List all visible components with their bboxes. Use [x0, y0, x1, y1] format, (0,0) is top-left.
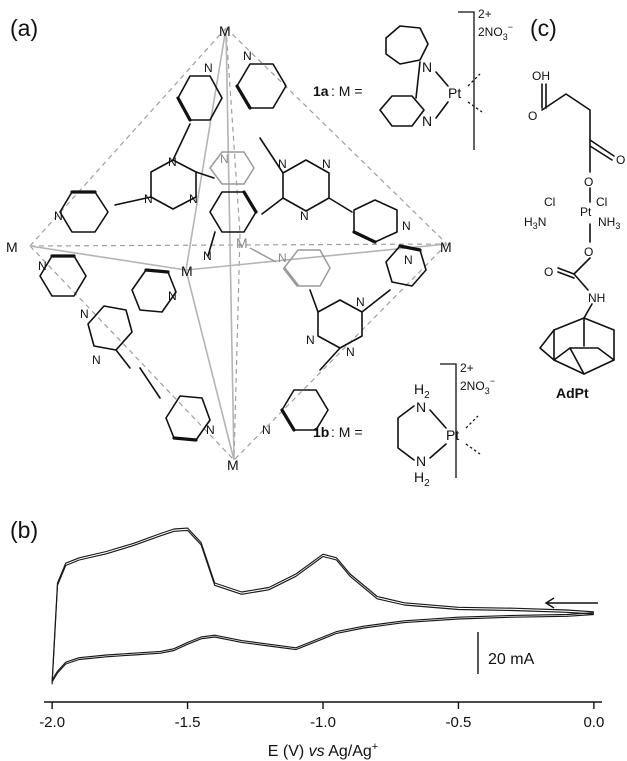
- adpt-h3n: H3N: [524, 215, 546, 231]
- metal-top: M: [219, 23, 231, 39]
- scan-direction-arrow: [544, 597, 598, 609]
- adpt-oh: OH: [532, 69, 550, 83]
- pyridine-n: N: [404, 253, 413, 267]
- pyridine-n: N: [402, 219, 411, 233]
- adpt-cl: Cl: [544, 195, 555, 209]
- triazine-n: N: [189, 192, 198, 206]
- metal-back: M: [236, 235, 248, 251]
- x-tick-label: 0.0: [583, 714, 604, 731]
- pyridine-n: N: [38, 259, 47, 273]
- triazine-ligand-lower-left: N N N N N: [38, 254, 215, 442]
- complex-1a-sep: : M =: [331, 83, 363, 99]
- triazine-n: N: [322, 157, 331, 171]
- panel-c: (c) OH O O O Cl Cl Pt H3N NH3 O O NH A: [524, 15, 625, 401]
- cv-series: [51, 527, 594, 685]
- cv-trace-anodic: [51, 529, 594, 685]
- bipy-n: N: [422, 59, 432, 75]
- complex-1a-metal: Pt: [448, 85, 461, 101]
- complex-1b-metal: Pt: [446, 427, 459, 443]
- pyridine-n: N: [220, 152, 229, 166]
- complex-1a: 1a : M = 2+ 2NO3− N N Pt: [313, 7, 513, 150]
- x-axis-label: E (V) vs Ag/Ag+: [268, 741, 378, 760]
- back-ligands: N N: [209, 151, 331, 287]
- x-tick-label: -0.5: [446, 714, 472, 731]
- x-axis-ticks: -2.0 -1.5 -1.0 -0.5 0.0: [39, 702, 604, 731]
- triazine-n: N: [300, 209, 309, 223]
- en-n-top: N: [416, 399, 426, 415]
- adpt-cl: Cl: [596, 195, 607, 209]
- metal-left: M: [6, 239, 18, 255]
- panel-a: (a) M M M M M M N: [6, 7, 513, 489]
- complex-1b: 1b : M = 2+ 2NO3− H2 N N H2 Pt: [313, 361, 495, 489]
- triazine-n: N: [80, 307, 89, 321]
- complex-1b-sep: : M =: [331, 424, 363, 440]
- cv-trace-cathodic: [51, 613, 594, 683]
- pyridine-n: N: [168, 289, 177, 303]
- complex-1b-name: 1b: [313, 424, 329, 440]
- en-n-bottom: N: [416, 453, 426, 469]
- scale-bar-label: 20 mA: [488, 651, 535, 668]
- complex-1a-counterion: 2NO3−: [478, 22, 513, 42]
- x-tick-label: -2.0: [39, 714, 65, 731]
- adpt-o: O: [584, 245, 593, 259]
- adpt-pt: Pt: [580, 205, 592, 219]
- metal-right: M: [440, 239, 452, 255]
- complex-1a-charge: 2+: [478, 7, 492, 21]
- cv-trace-cathodic: [51, 612, 594, 681]
- complex-1a-name: 1a: [313, 83, 329, 99]
- octahedron-edges: [29, 27, 448, 461]
- metal-front: M: [181, 263, 193, 279]
- pyridine-n: N: [54, 209, 63, 223]
- complex-1b-charge: 2+: [460, 361, 474, 375]
- triazine-ligand-upper-left: N N N N N: [54, 61, 223, 233]
- metal-vertices: M M M M M M: [6, 23, 452, 473]
- adpt-name: AdPt: [556, 385, 589, 401]
- adpt-o: O: [584, 175, 593, 189]
- triazine-ligand-upper-right: N N N N N N: [203, 49, 411, 263]
- pyridine-n: N: [278, 251, 287, 265]
- x-tick-label: -1.0: [310, 714, 336, 731]
- adpt-o: O: [544, 265, 553, 279]
- triazine-n: N: [92, 353, 101, 367]
- current-scale-bar: 20 mA: [477, 632, 535, 674]
- x-tick-label: -1.5: [175, 714, 201, 731]
- en-h2-top: H2: [414, 381, 430, 401]
- pyridine-n: N: [206, 423, 215, 437]
- pyridine-n: N: [243, 49, 252, 63]
- panel-b-label: (b): [10, 517, 38, 543]
- adpt-o: O: [616, 153, 625, 167]
- en-h2-bottom: H2: [414, 469, 430, 489]
- bipy-n: N: [422, 113, 432, 129]
- adpt-o: O: [528, 109, 537, 123]
- metal-bottom: M: [227, 457, 239, 473]
- panel-c-label: (c): [530, 15, 557, 41]
- triazine-n: N: [306, 333, 315, 347]
- adpt-nh3: NH3: [598, 215, 620, 231]
- complex-1b-counterion: 2NO3−: [460, 376, 495, 396]
- triazine-n: N: [278, 157, 287, 171]
- adpt-nh: NH: [588, 291, 605, 305]
- pyridine-n: N: [262, 423, 271, 437]
- triazine-n: N: [144, 192, 153, 206]
- triazine-n: N: [346, 345, 355, 359]
- triazine-ligand-lower-right: N N N N N: [262, 244, 427, 437]
- panel-a-label: (a): [10, 15, 38, 41]
- triazine-n: N: [168, 155, 177, 169]
- adamantane: [539, 317, 615, 375]
- cv-trace-anodic: [51, 527, 594, 683]
- triazine-n: N: [356, 295, 365, 309]
- pyridine-n: N: [204, 61, 213, 75]
